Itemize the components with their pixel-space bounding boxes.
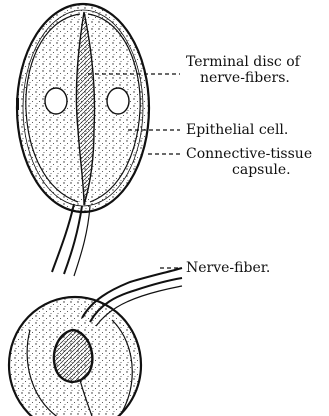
label-epithelial-cell: Epithelial cell. — [186, 122, 288, 138]
label-connective-1: Connective-tissue — [186, 146, 312, 162]
lower-terminal-disc — [54, 330, 92, 382]
upper-corpuscle — [16, 4, 149, 276]
label-terminal-disc-2: nerve-fibers. — [200, 70, 290, 86]
label-terminal-disc-1: Terminal disc of — [186, 54, 302, 70]
capsule-mark — [16, 98, 19, 110]
nucleus-left — [45, 88, 67, 114]
nucleus-right — [107, 88, 129, 114]
upper-nerve-fiber — [52, 204, 90, 276]
label-nerve-fiber: Nerve-fiber. — [186, 260, 270, 276]
label-connective-2: capsule. — [232, 162, 291, 178]
lower-corpuscle — [9, 268, 182, 416]
